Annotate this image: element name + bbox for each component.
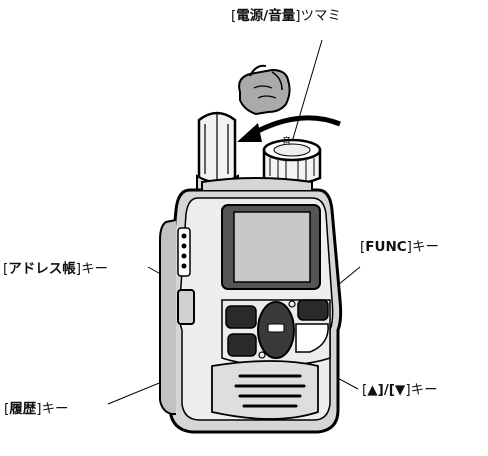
address-book-key[interactable] (225, 305, 257, 329)
hand-icon (238, 64, 291, 116)
power-volume-knob-label: [電源/音量]ツマミ (231, 8, 341, 24)
history-key[interactable] (227, 333, 257, 357)
display-screen (221, 204, 321, 290)
knob-marking: 音 (282, 137, 292, 147)
key-indicator-dot (288, 300, 296, 308)
func-key[interactable] (297, 299, 329, 321)
side-grip (159, 219, 195, 415)
power-volume-knob[interactable] (262, 138, 322, 186)
func-key-label: [FUNC]キー (360, 239, 439, 255)
func-lower-key[interactable] (295, 323, 329, 353)
up-down-key-label: [▲]/[▼]キー (362, 382, 438, 398)
key-indicator-dot (258, 351, 266, 359)
address-book-key-label: [アドレス帳]キー (3, 261, 109, 277)
speaker-grille (211, 360, 319, 420)
history-key-label: [履歴]キー (4, 401, 69, 417)
rotation-arrow (237, 115, 341, 142)
leader-power-volume (291, 39, 323, 143)
